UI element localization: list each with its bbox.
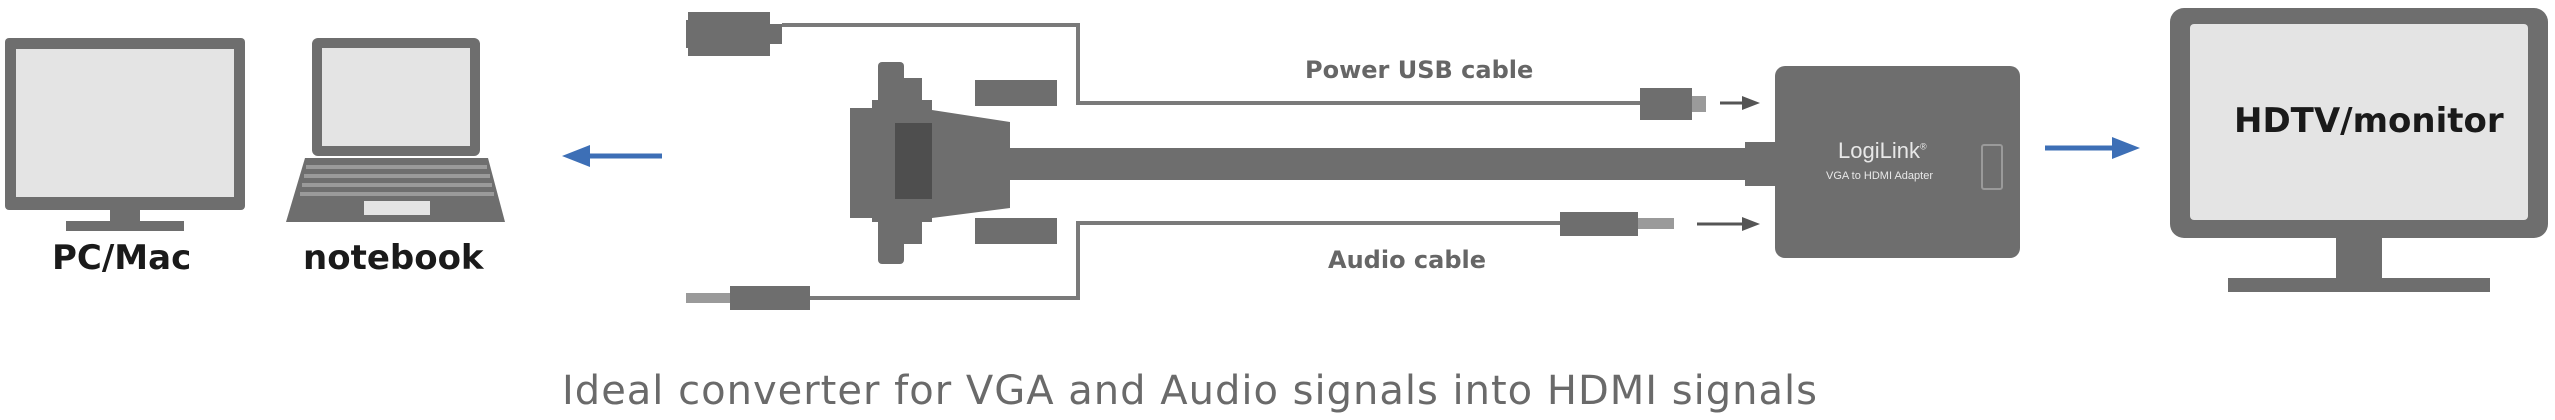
- output-arrow-right-icon: [2045, 137, 2140, 159]
- audio-cable-label: Audio cable: [1328, 246, 1487, 274]
- output-arrow-left-icon: [562, 145, 662, 167]
- notebook-icon: [286, 38, 505, 222]
- notebook-label: notebook: [303, 238, 484, 278]
- diagram-caption: Ideal converter for VGA and Audio signal…: [562, 368, 1818, 414]
- pc-monitor-icon: [5, 38, 245, 231]
- adapter-subtitle-label: VGA to HDMI Adapter: [1826, 170, 1933, 182]
- hdtv-monitor-label: HDTV/monitor: [2234, 101, 2504, 141]
- vga-hdmi-adapter-icon: [1775, 66, 2020, 258]
- registered-mark: ®: [1919, 141, 1927, 152]
- hdtv-monitor-icon: [2170, 8, 2548, 292]
- audio-cable-icon: [686, 212, 1674, 310]
- power-usb-cable-icon: [686, 12, 1706, 120]
- vga-connector-icon: [850, 62, 1779, 264]
- power-usb-cable-label: Power USB cable: [1305, 56, 1534, 84]
- pc-mac-label: PC/Mac: [52, 238, 192, 278]
- adapter-brand-text: LogiLink: [1838, 138, 1920, 163]
- power-input-arrow-icon: [1720, 96, 1760, 110]
- adapter-brand-label: LogiLink®: [1838, 138, 1927, 164]
- audio-input-arrow-icon: [1697, 217, 1760, 231]
